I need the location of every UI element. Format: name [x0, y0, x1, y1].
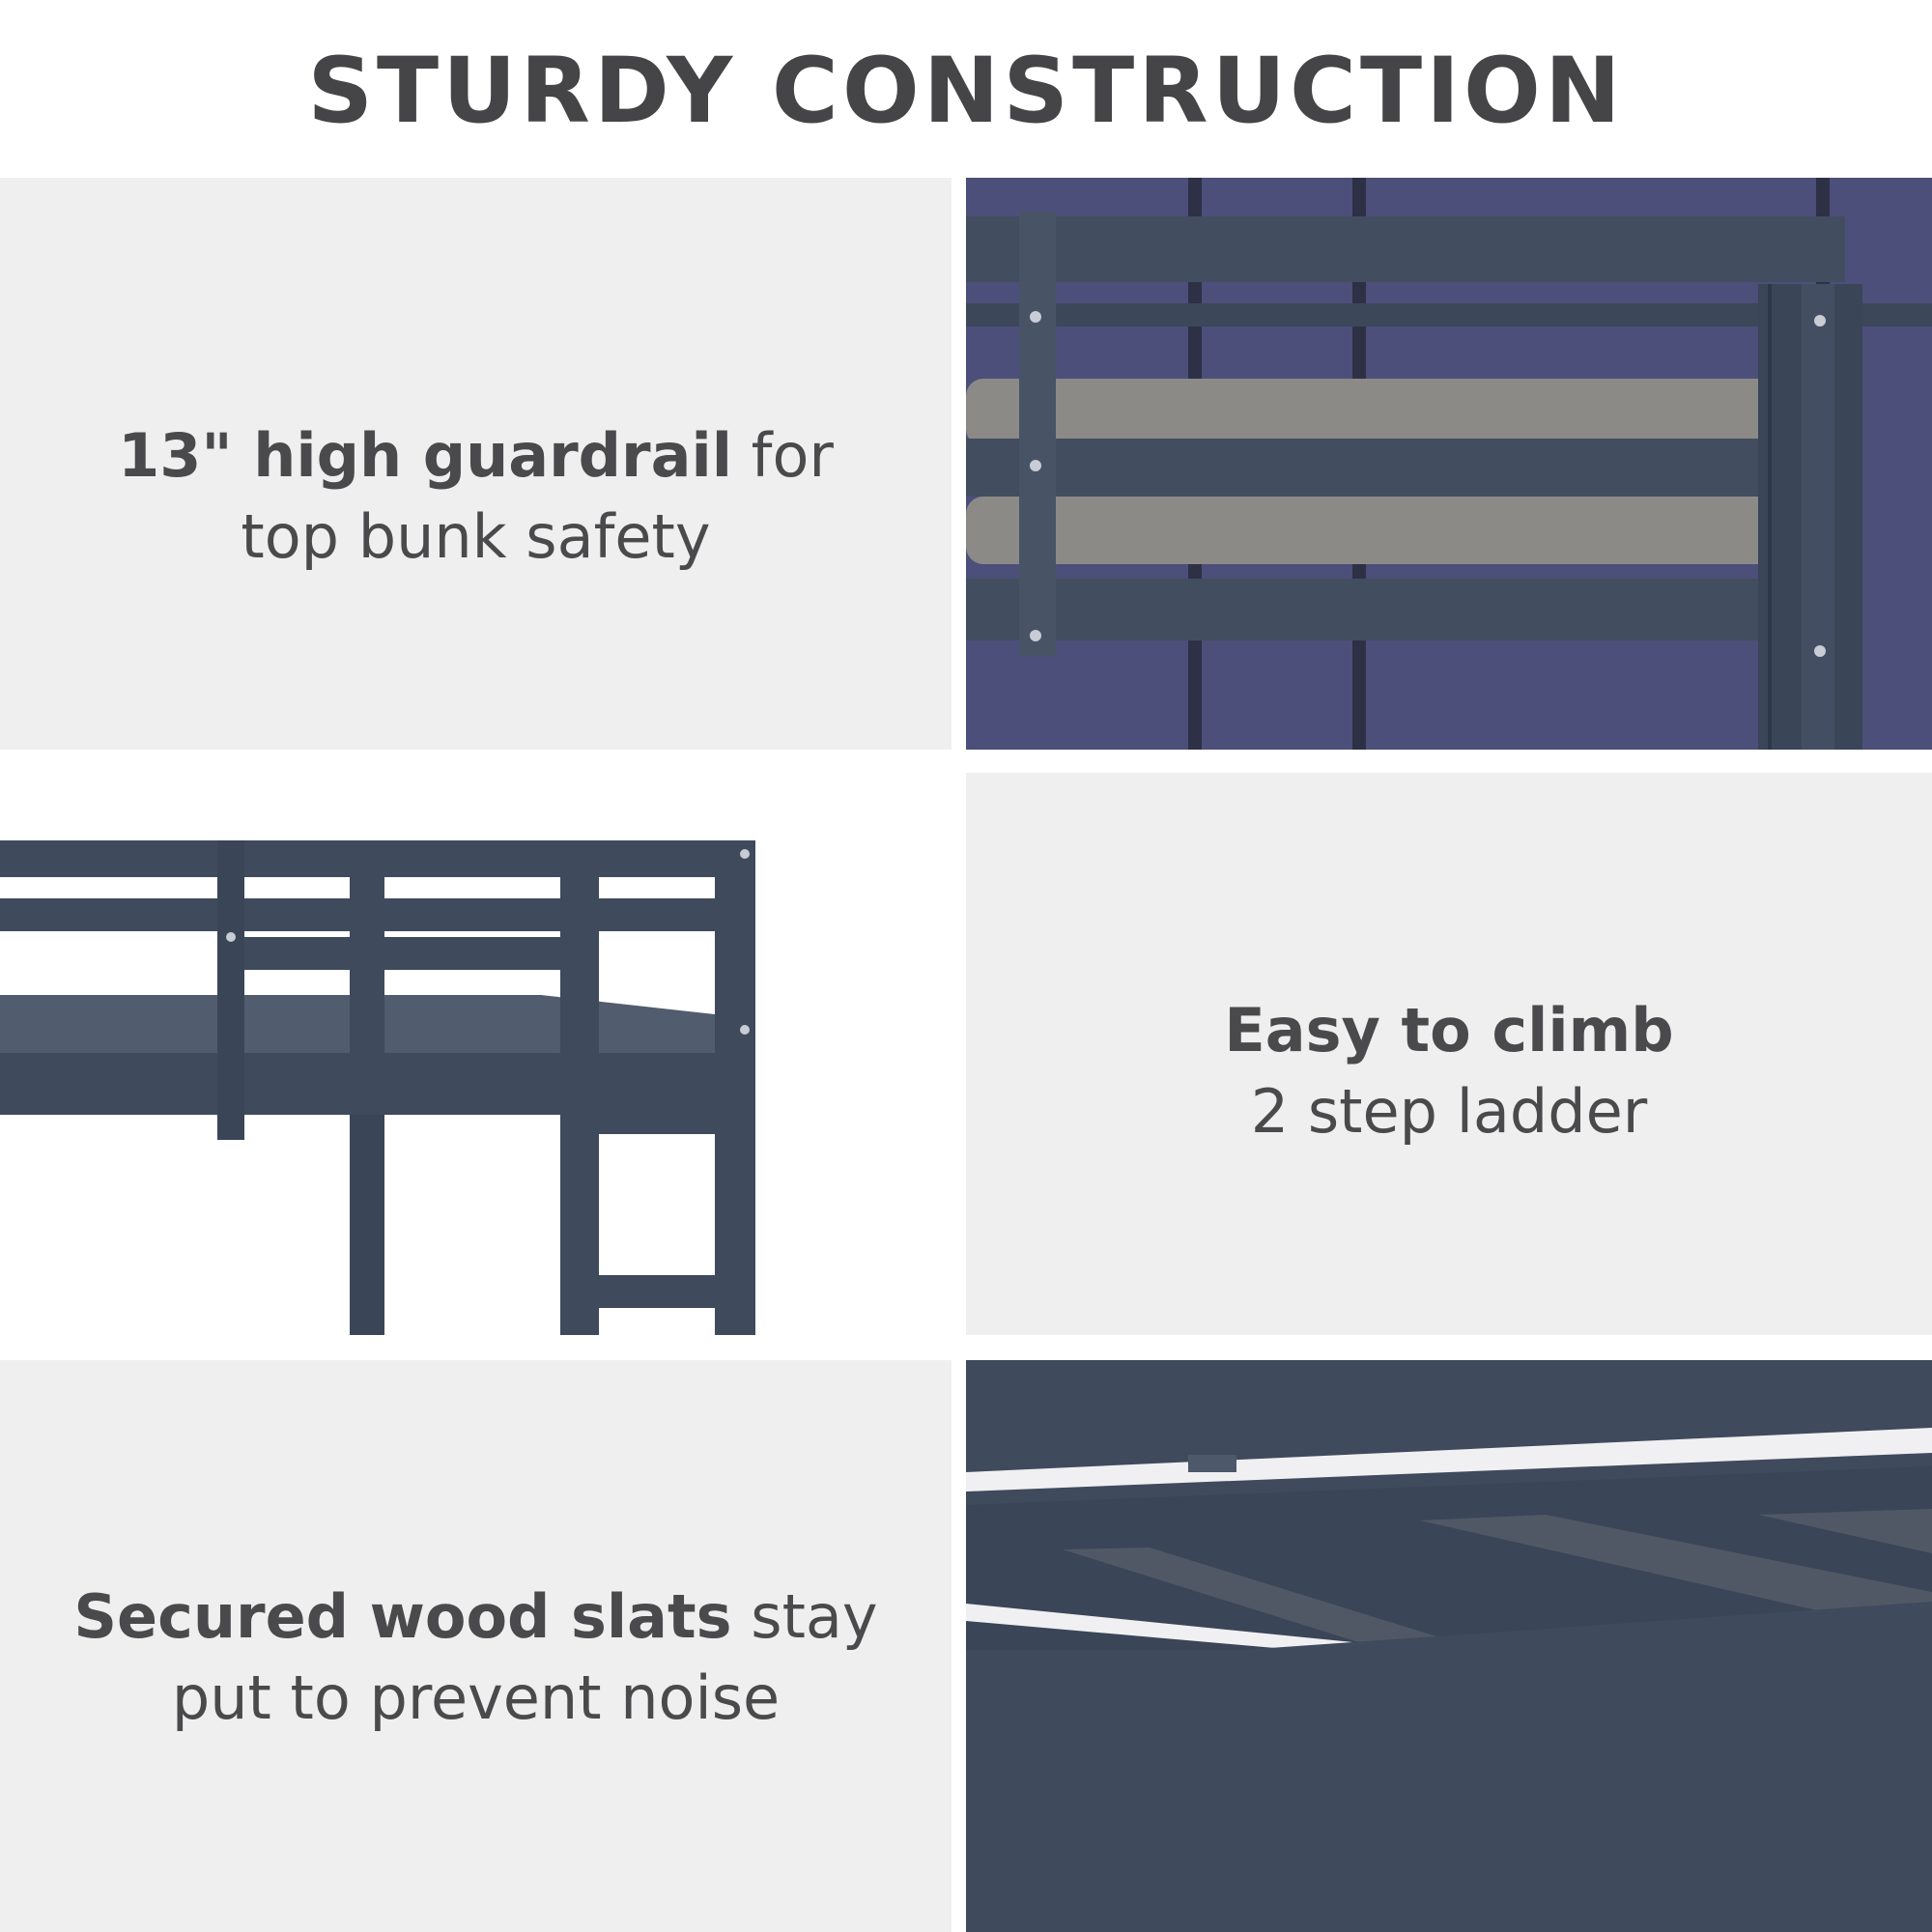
caption-bold: Secured wood slats — [73, 1581, 732, 1652]
feature-caption-slats: Secured wood slats stay put to prevent n… — [0, 1577, 952, 1739]
caption-line2: put to prevent noise — [171, 1662, 781, 1733]
slats-photo — [966, 1360, 1932, 1932]
caption-line2: top bunk safety — [241, 501, 711, 572]
caption-bold: 13" high guardrail — [118, 420, 732, 491]
caption-line2: 2 step ladder — [1250, 1076, 1648, 1147]
guardrail-photo — [966, 178, 1932, 750]
feature-text-panel-guardrail — [0, 178, 952, 750]
caption-bold: Easy to climb — [1224, 995, 1674, 1065]
ladder-photo — [0, 763, 952, 1335]
feature-text-panel-ladder — [966, 773, 1932, 1335]
feature-caption-guardrail: 13" high guardrail for top bunk safety — [0, 415, 952, 578]
page-title: STURDY CONSTRUCTION — [307, 39, 1625, 144]
caption-rest: stay — [731, 1581, 878, 1652]
feature-caption-ladder: Easy to climb 2 step ladder — [966, 990, 1932, 1152]
feature-text-panel-slats — [0, 1360, 952, 1932]
caption-rest: for — [731, 420, 834, 491]
